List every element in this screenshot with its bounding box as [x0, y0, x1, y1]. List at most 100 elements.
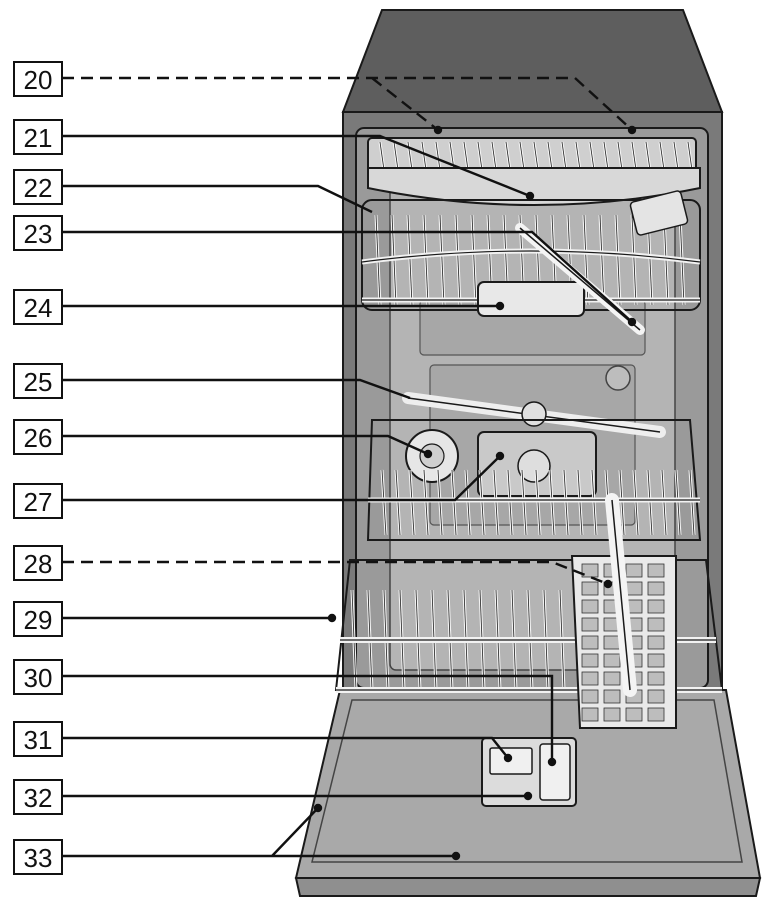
callout-30: 30: [13, 659, 63, 695]
callout-22-number: 22: [24, 173, 53, 203]
cutlery-cell: [581, 707, 599, 722]
cutlery-cell: [647, 617, 665, 632]
tray-slot-outline: [463, 141, 469, 171]
tray-slot-outline: [631, 141, 637, 171]
cabinet-top: [341, 9, 724, 113]
callout-33: 33: [13, 839, 63, 875]
callout-31: 31: [13, 721, 63, 757]
callout-21: 21: [13, 119, 63, 155]
tray-slot-outline: [533, 141, 539, 171]
leader-31: [62, 736, 509, 759]
callout-26-number: 26: [24, 423, 53, 453]
callout-20-number: 20: [24, 65, 53, 95]
leader-20: [62, 76, 633, 131]
upper-wire-outline: [615, 214, 621, 306]
cutlery-cell: [625, 707, 643, 722]
leader-21: [62, 134, 531, 198]
leader-25: [62, 378, 411, 400]
cutlery-cell: [603, 653, 621, 668]
tray-slot-outline: [603, 141, 609, 171]
upper-basket: [361, 190, 701, 335]
cutlery-cell: [581, 599, 599, 614]
top-tray-slots: [378, 141, 694, 171]
cutlery-cell: [647, 689, 665, 704]
upper-basket-cup-shelf: [629, 190, 689, 236]
tub-vent: [605, 365, 631, 391]
tray-slot-outline: [477, 141, 483, 171]
upper-wire-outline: [471, 214, 477, 306]
tray-slot-outline: [421, 141, 427, 171]
rinse-aid-dispenser: [539, 743, 571, 801]
cutlery-cell: [647, 581, 665, 596]
cutlery-cell: [581, 671, 599, 686]
tray-slot-outline: [491, 141, 497, 171]
callout-21-number: 21: [24, 123, 53, 153]
tray-slot-outline: [575, 141, 581, 171]
cutlery-cell: [581, 581, 599, 596]
cutlery-cell: [603, 671, 621, 686]
tray-slot-outline: [547, 141, 553, 171]
callout-28: 28: [13, 545, 63, 581]
tray-slot-outline: [673, 141, 679, 171]
cutlery-basket: [570, 493, 677, 729]
callout-24: 24: [13, 289, 63, 325]
bottom-basket: [334, 493, 724, 729]
leader-30: [62, 674, 554, 762]
cutlery-cell: [581, 635, 599, 650]
leader-33: [62, 807, 456, 858]
tray-slot-outline: [435, 141, 441, 171]
cutlery-cell: [647, 671, 665, 686]
tray-slot-outline: [505, 141, 511, 171]
callout-23-number: 23: [24, 219, 53, 249]
callout-28-number: 28: [24, 549, 53, 579]
tray-slot-outline: [659, 141, 665, 171]
leader-lines: [62, 76, 637, 861]
cutlery-cell: [647, 635, 665, 650]
tray-slot-outline: [617, 141, 623, 171]
top-drawer-front: [367, 167, 701, 206]
callout-25-number: 25: [24, 367, 53, 397]
cutlery-cell: [647, 707, 665, 722]
tray-slot-outline: [393, 141, 399, 171]
cutlery-cell: [647, 563, 665, 578]
tray-slot-outline: [589, 141, 595, 171]
upper-wire-outline: [439, 214, 445, 306]
callout-29: 29: [13, 601, 63, 637]
callout-27-number: 27: [24, 487, 53, 517]
cutlery-cell: [581, 653, 599, 668]
tray-slot-outline: [687, 141, 693, 171]
leader-26: [62, 434, 429, 456]
cutlery-cell: [581, 617, 599, 632]
callout-32-number: 32: [24, 783, 53, 813]
callout-32: 32: [13, 779, 63, 815]
cutlery-cell: [625, 563, 643, 578]
callout-labels: 20 21 22 23 24 25 26 27: [13, 61, 63, 875]
cutlery-cell: [647, 599, 665, 614]
callout-30-number: 30: [24, 663, 53, 693]
callout-31-number: 31: [24, 725, 53, 755]
tray-slot-outline: [519, 141, 525, 171]
cutlery-cell: [603, 635, 621, 650]
cutlery-cell: [647, 653, 665, 668]
leader-22: [62, 184, 373, 214]
cutlery-cell: [603, 707, 621, 722]
upper-wire-outline: [631, 214, 637, 306]
upper-wire-outline: [455, 214, 461, 306]
upper-wire-outline: [423, 214, 429, 306]
callout-33-number: 33: [24, 843, 53, 873]
callout-24-number: 24: [24, 293, 53, 323]
callout-25: 25: [13, 363, 63, 399]
cutlery-cell: [603, 689, 621, 704]
upper-spray-arm-hub: [477, 281, 585, 317]
callout-23: 23: [13, 215, 63, 251]
leader-27: [62, 455, 501, 502]
tray-slot-outline: [645, 141, 651, 171]
callout-29-number: 29: [24, 605, 53, 635]
tray-slot-outline: [561, 141, 567, 171]
callout-22: 22: [13, 169, 63, 205]
callout-27: 27: [13, 483, 63, 519]
callout-20: 20: [13, 61, 63, 97]
cutlery-cell: [625, 581, 643, 596]
leader-23: [62, 230, 633, 323]
